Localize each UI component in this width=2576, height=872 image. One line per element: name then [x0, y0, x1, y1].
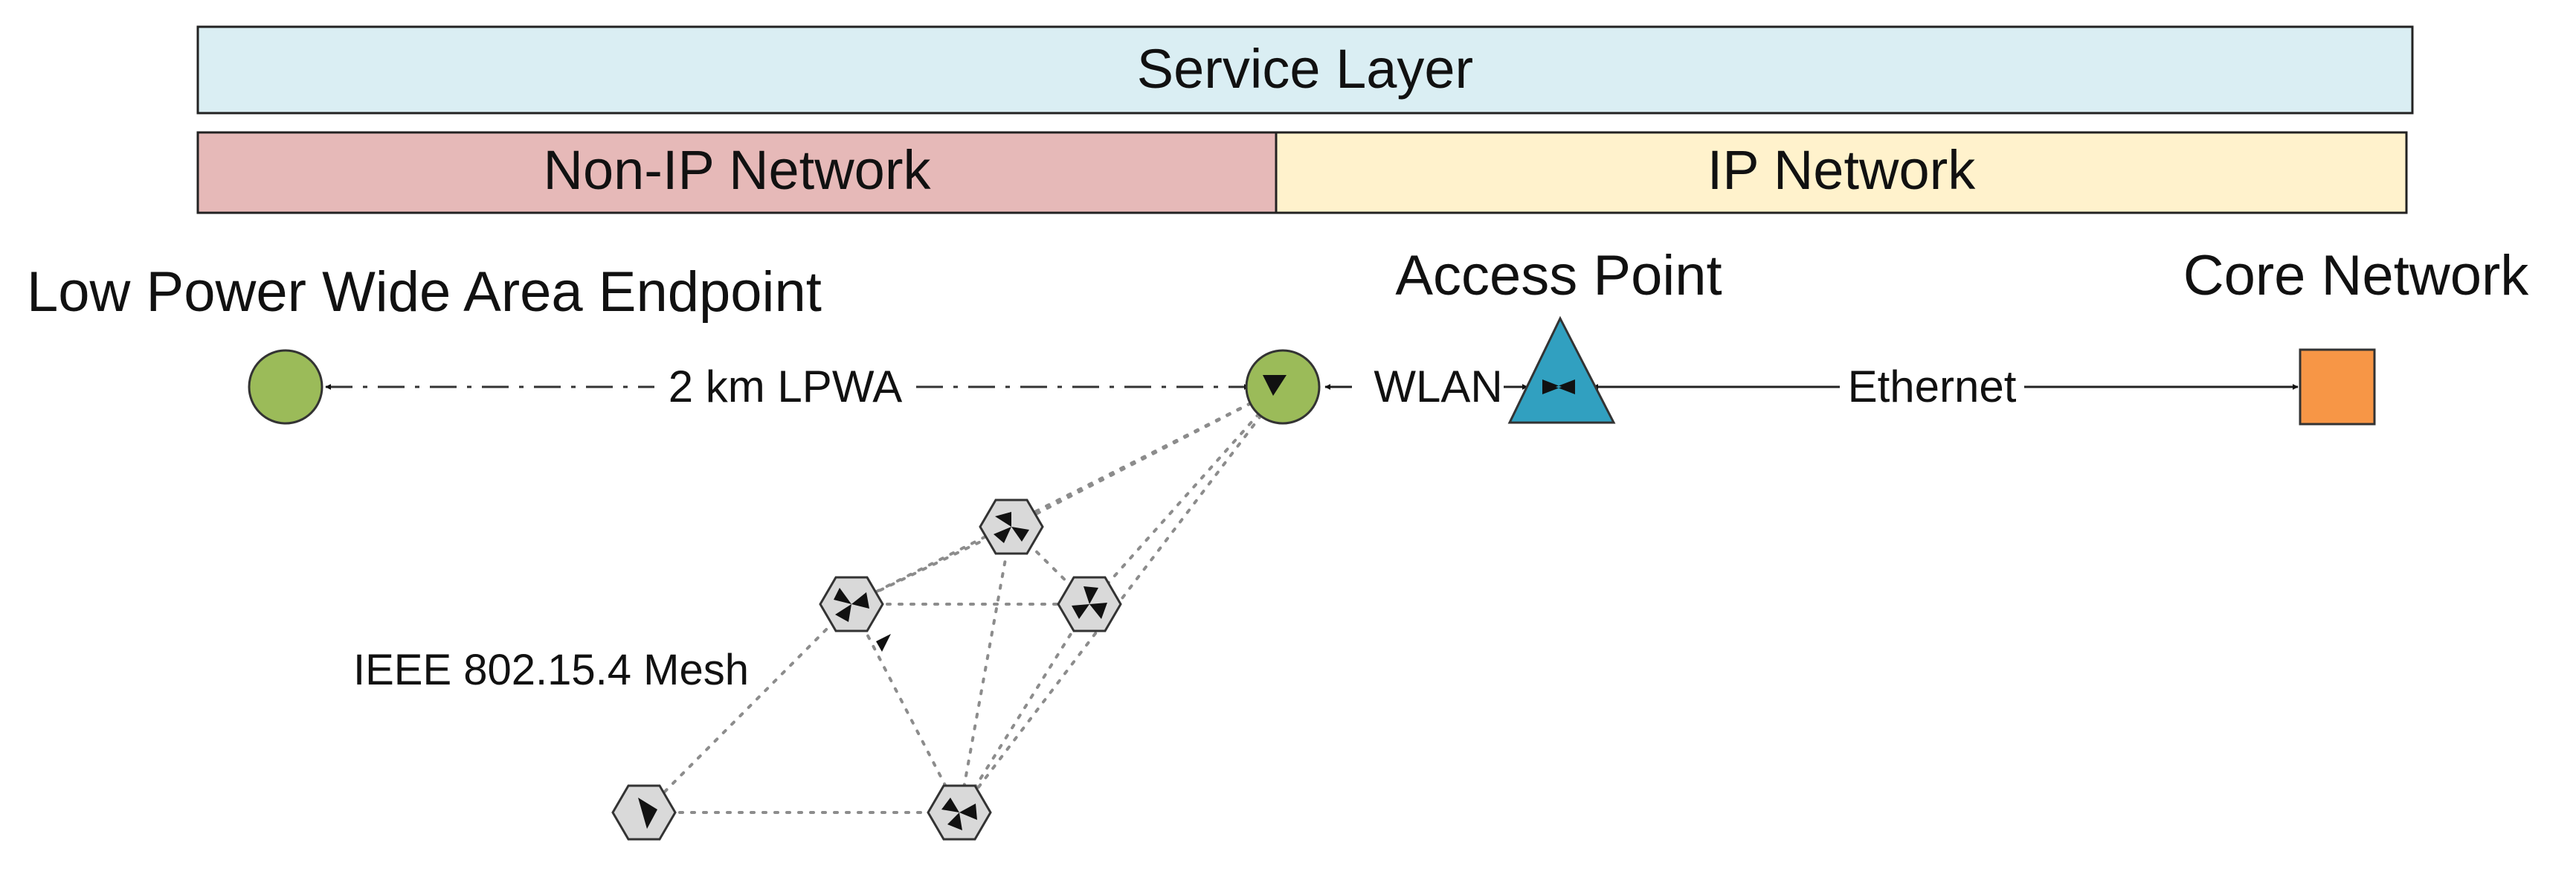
mesh-links: [643, 385, 1284, 814]
non-ip-network-bar: Non-IP Network: [196, 131, 1278, 214]
access-point-node: [1507, 315, 1616, 424]
lpwa-link-label: 2 km LPWA: [669, 362, 903, 411]
ip-network-label: IP Network: [1707, 139, 1977, 201]
lpwa-gateway-node: [1245, 349, 1321, 425]
non-ip-network-label: Non-IP Network: [544, 139, 932, 201]
mesh-node: [979, 498, 1044, 555]
gateway-antenna-icon: [1263, 375, 1287, 396]
mesh-nodes: [611, 498, 1122, 841]
mesh-arrowhead: [876, 634, 891, 652]
mesh-node: [927, 784, 992, 841]
mesh-node: [611, 784, 677, 841]
core-network-node: [2299, 348, 2376, 426]
service-layer-bar: Service Layer: [196, 25, 2414, 115]
access-point-arrows-icon: [1542, 379, 1575, 394]
ethernet-link-label: Ethernet: [1848, 362, 2017, 411]
lpwa-link: 2 km LPWA: [325, 362, 1250, 411]
core-network-title: Core Network: [2183, 244, 2530, 307]
ethernet-link: Ethernet: [1592, 362, 2299, 411]
wlan-link: WLAN: [1324, 362, 1528, 411]
lpwa-endpoint-node: [248, 349, 323, 425]
endpoint-title: Low Power Wide Area Endpoint: [27, 260, 822, 324]
mesh-node: [1057, 576, 1122, 632]
mesh-label: IEEE 802.15.4 Mesh: [353, 646, 749, 694]
ip-network-bar: IP Network: [1275, 131, 2408, 214]
service-layer-label: Service Layer: [1137, 38, 1473, 100]
wlan-link-label: WLAN: [1374, 362, 1502, 411]
mesh-node: [819, 576, 884, 632]
access-point-title: Access Point: [1395, 244, 1722, 307]
